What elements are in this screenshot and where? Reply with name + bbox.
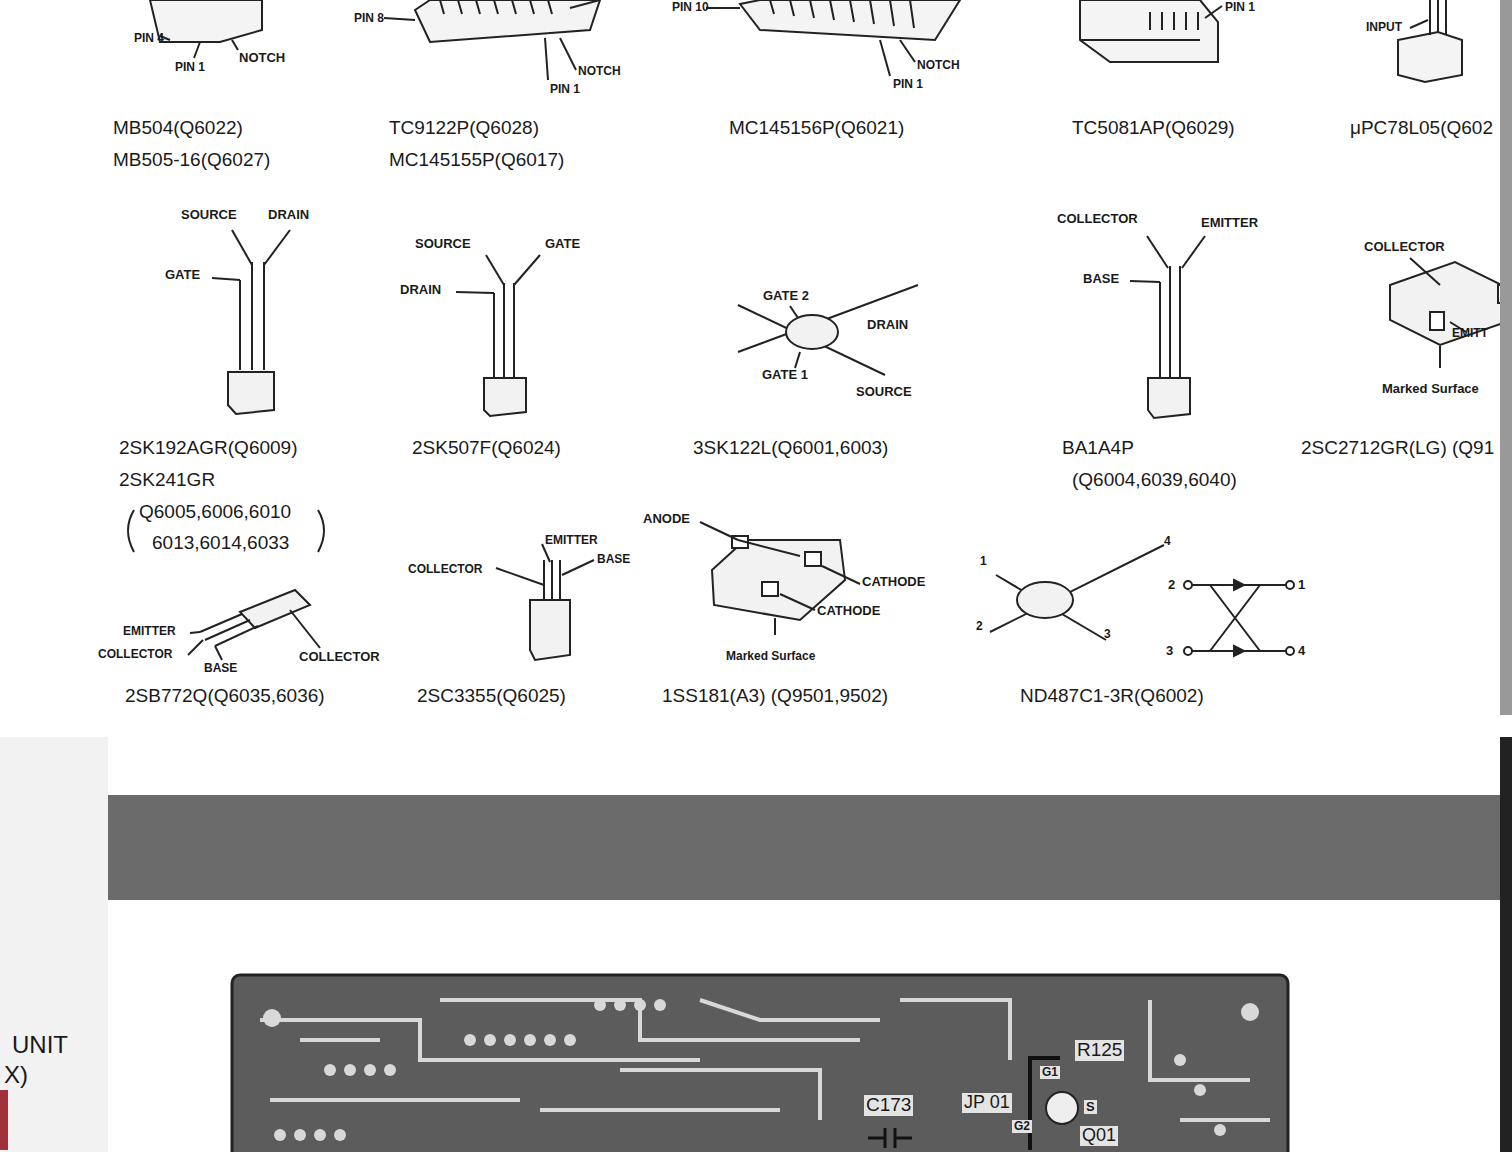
package-drawings — [128, 0, 1512, 660]
pin-label: 2 — [976, 620, 983, 633]
part-label: MB504(Q6022) — [113, 118, 243, 139]
pin-label: EMITTER — [123, 625, 176, 638]
pin-label: PIN 1 — [175, 61, 205, 74]
part-label: C173 — [864, 1095, 913, 1116]
pin-label: COLLECTOR — [98, 648, 172, 661]
part-label: BA1A4P — [1062, 438, 1134, 459]
pin-label: SOURCE — [415, 237, 471, 251]
pin-label: DRAIN — [867, 318, 908, 332]
pin-label: PIN 10 — [672, 1, 709, 14]
pin-label: COLLECTOR — [1057, 212, 1138, 226]
pin-label: 4 — [1298, 644, 1305, 658]
pin-label: EMITTER — [545, 534, 598, 547]
pin-label: PIN 8 — [354, 12, 384, 25]
part-label: 2SK507F(Q6024) — [412, 438, 561, 459]
pin-label: 3 — [1104, 628, 1111, 641]
part-label: X) — [4, 1062, 28, 1088]
part-label: UNIT — [12, 1032, 68, 1058]
pin-label: DRAIN — [268, 208, 309, 222]
pin-label: BASE — [597, 553, 630, 566]
pin-label: Marked Surface — [1382, 382, 1479, 396]
part-label: R125 — [1075, 1040, 1124, 1061]
pin-label: BASE — [204, 662, 237, 675]
pin-label: Marked Surface — [726, 650, 815, 663]
pin-label: EMITT — [1452, 327, 1488, 340]
pin-label: PIN 1 — [1225, 1, 1255, 14]
page-edge — [1500, 0, 1512, 715]
part-label: Q6005,6006,6010 — [139, 502, 291, 523]
part-label: 2SC3355(Q6025) — [417, 686, 566, 707]
part-label: 2SB772Q(Q6035,6036) — [125, 686, 325, 707]
page-edge — [1500, 737, 1512, 1152]
pin-label: COLLECTOR — [408, 563, 482, 576]
part-label: MB505-16(Q6027) — [113, 150, 270, 171]
part-label: (Q6004,6039,6040) — [1072, 470, 1237, 491]
pin-label: 4 — [1164, 535, 1171, 548]
pin-label: PIN 1 — [893, 78, 923, 91]
part-label: 2SC2712GR(LG) (Q91 — [1301, 438, 1494, 459]
pcb-board — [232, 975, 1288, 1152]
pin-label: INPUT — [1366, 21, 1402, 34]
part-label: TC9122P(Q6028) — [389, 118, 539, 139]
pin-label: 1 — [1298, 578, 1305, 592]
part-label: 1SS181(A3) (Q9501,9502) — [662, 686, 888, 707]
page-margin — [0, 737, 108, 1152]
part-label: MC145156P(Q6021) — [729, 118, 904, 139]
header-band — [108, 795, 1512, 900]
pin-label: BASE — [1083, 272, 1119, 286]
part-label: μPC78L05(Q602 — [1350, 118, 1493, 139]
pin-label: G1 — [1040, 1066, 1060, 1079]
pin-label: 1 — [980, 555, 987, 568]
pin-label: CATHODE — [862, 575, 925, 589]
pin-label: SOURCE — [856, 385, 912, 399]
pin-label: NOTCH — [239, 51, 285, 65]
pin-label: S — [1084, 1100, 1097, 1114]
pin-label: G2 — [1012, 1120, 1032, 1133]
part-label: Q01 — [1080, 1126, 1118, 1146]
pin-label: GATE — [545, 237, 580, 251]
pin-label: NOTCH — [578, 65, 621, 78]
pin-label: DRAIN — [400, 283, 441, 297]
pin-label: NOTCH — [917, 59, 960, 72]
pin-label: 2 — [1168, 578, 1175, 592]
part-label: 2SK192AGR(Q6009) — [119, 438, 298, 459]
part-label: JP 01 — [962, 1093, 1012, 1113]
part-label: ND487C1-3R(Q6002) — [1020, 686, 1204, 707]
part-label: 3SK122L(Q6001,6003) — [693, 438, 888, 459]
part-label: MC145155P(Q6017) — [389, 150, 564, 171]
pin-label: EMITTER — [1201, 216, 1258, 230]
pin-label: COLLECTOR — [1364, 240, 1445, 254]
pin-label: GATE 1 — [762, 368, 808, 382]
pin-label: PIN 1 — [550, 83, 580, 96]
pin-label: PIN 4 — [134, 32, 164, 45]
pin-label: 3 — [1166, 644, 1173, 658]
pin-label: SOURCE — [181, 208, 237, 222]
pin-label: COLLECTOR — [299, 650, 380, 664]
pin-label: GATE — [165, 268, 200, 282]
part-label: 2SK241GR — [119, 470, 215, 491]
pin-label: ANODE — [643, 512, 690, 526]
pin-label: CATHODE — [817, 604, 880, 618]
edge-mark — [0, 1090, 8, 1150]
pin-label: GATE 2 — [763, 289, 809, 303]
part-label: 6013,6014,6033 — [152, 533, 289, 554]
part-label: TC5081AP(Q6029) — [1072, 118, 1235, 139]
